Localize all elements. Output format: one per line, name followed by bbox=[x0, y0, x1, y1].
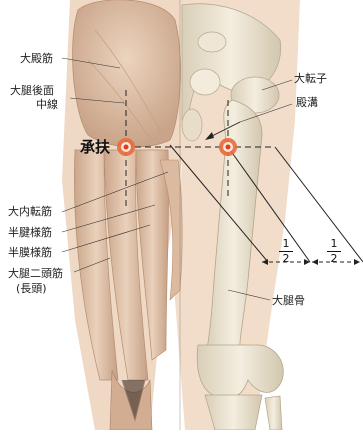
biceps-femoris-label-line1: 大腿二頭筋 bbox=[8, 267, 63, 280]
fraction-denominator: 2 bbox=[331, 252, 338, 265]
gluteus-maximus-label: 大殿筋 bbox=[20, 52, 53, 65]
fraction-denominator: 2 bbox=[283, 252, 290, 265]
posterior-midline-label-line1: 大腿後面 bbox=[10, 84, 54, 97]
fraction-numerator: 1 bbox=[283, 237, 290, 250]
fraction-half-right: 1 2 bbox=[327, 238, 341, 265]
semimembranosus-label: 半膜様筋 bbox=[8, 246, 52, 259]
posterior-midline-label-line2: 中線 bbox=[36, 98, 58, 111]
adductor-magnus-label: 大内転筋 bbox=[8, 205, 52, 218]
fraction-numerator: 1 bbox=[331, 237, 338, 250]
biceps-femoris-label-line2: (長頭) bbox=[16, 282, 47, 295]
semitendinosus-label: 半腱様筋 bbox=[8, 226, 52, 239]
gluteal-fold-label: 殿溝 bbox=[296, 96, 318, 109]
fraction-half-left: 1 2 bbox=[279, 238, 293, 265]
femur-label: 大腿骨 bbox=[272, 294, 305, 307]
greater-trochanter-label: 大転子 bbox=[294, 72, 327, 85]
acupoint-name-label: 承扶 bbox=[80, 139, 110, 156]
